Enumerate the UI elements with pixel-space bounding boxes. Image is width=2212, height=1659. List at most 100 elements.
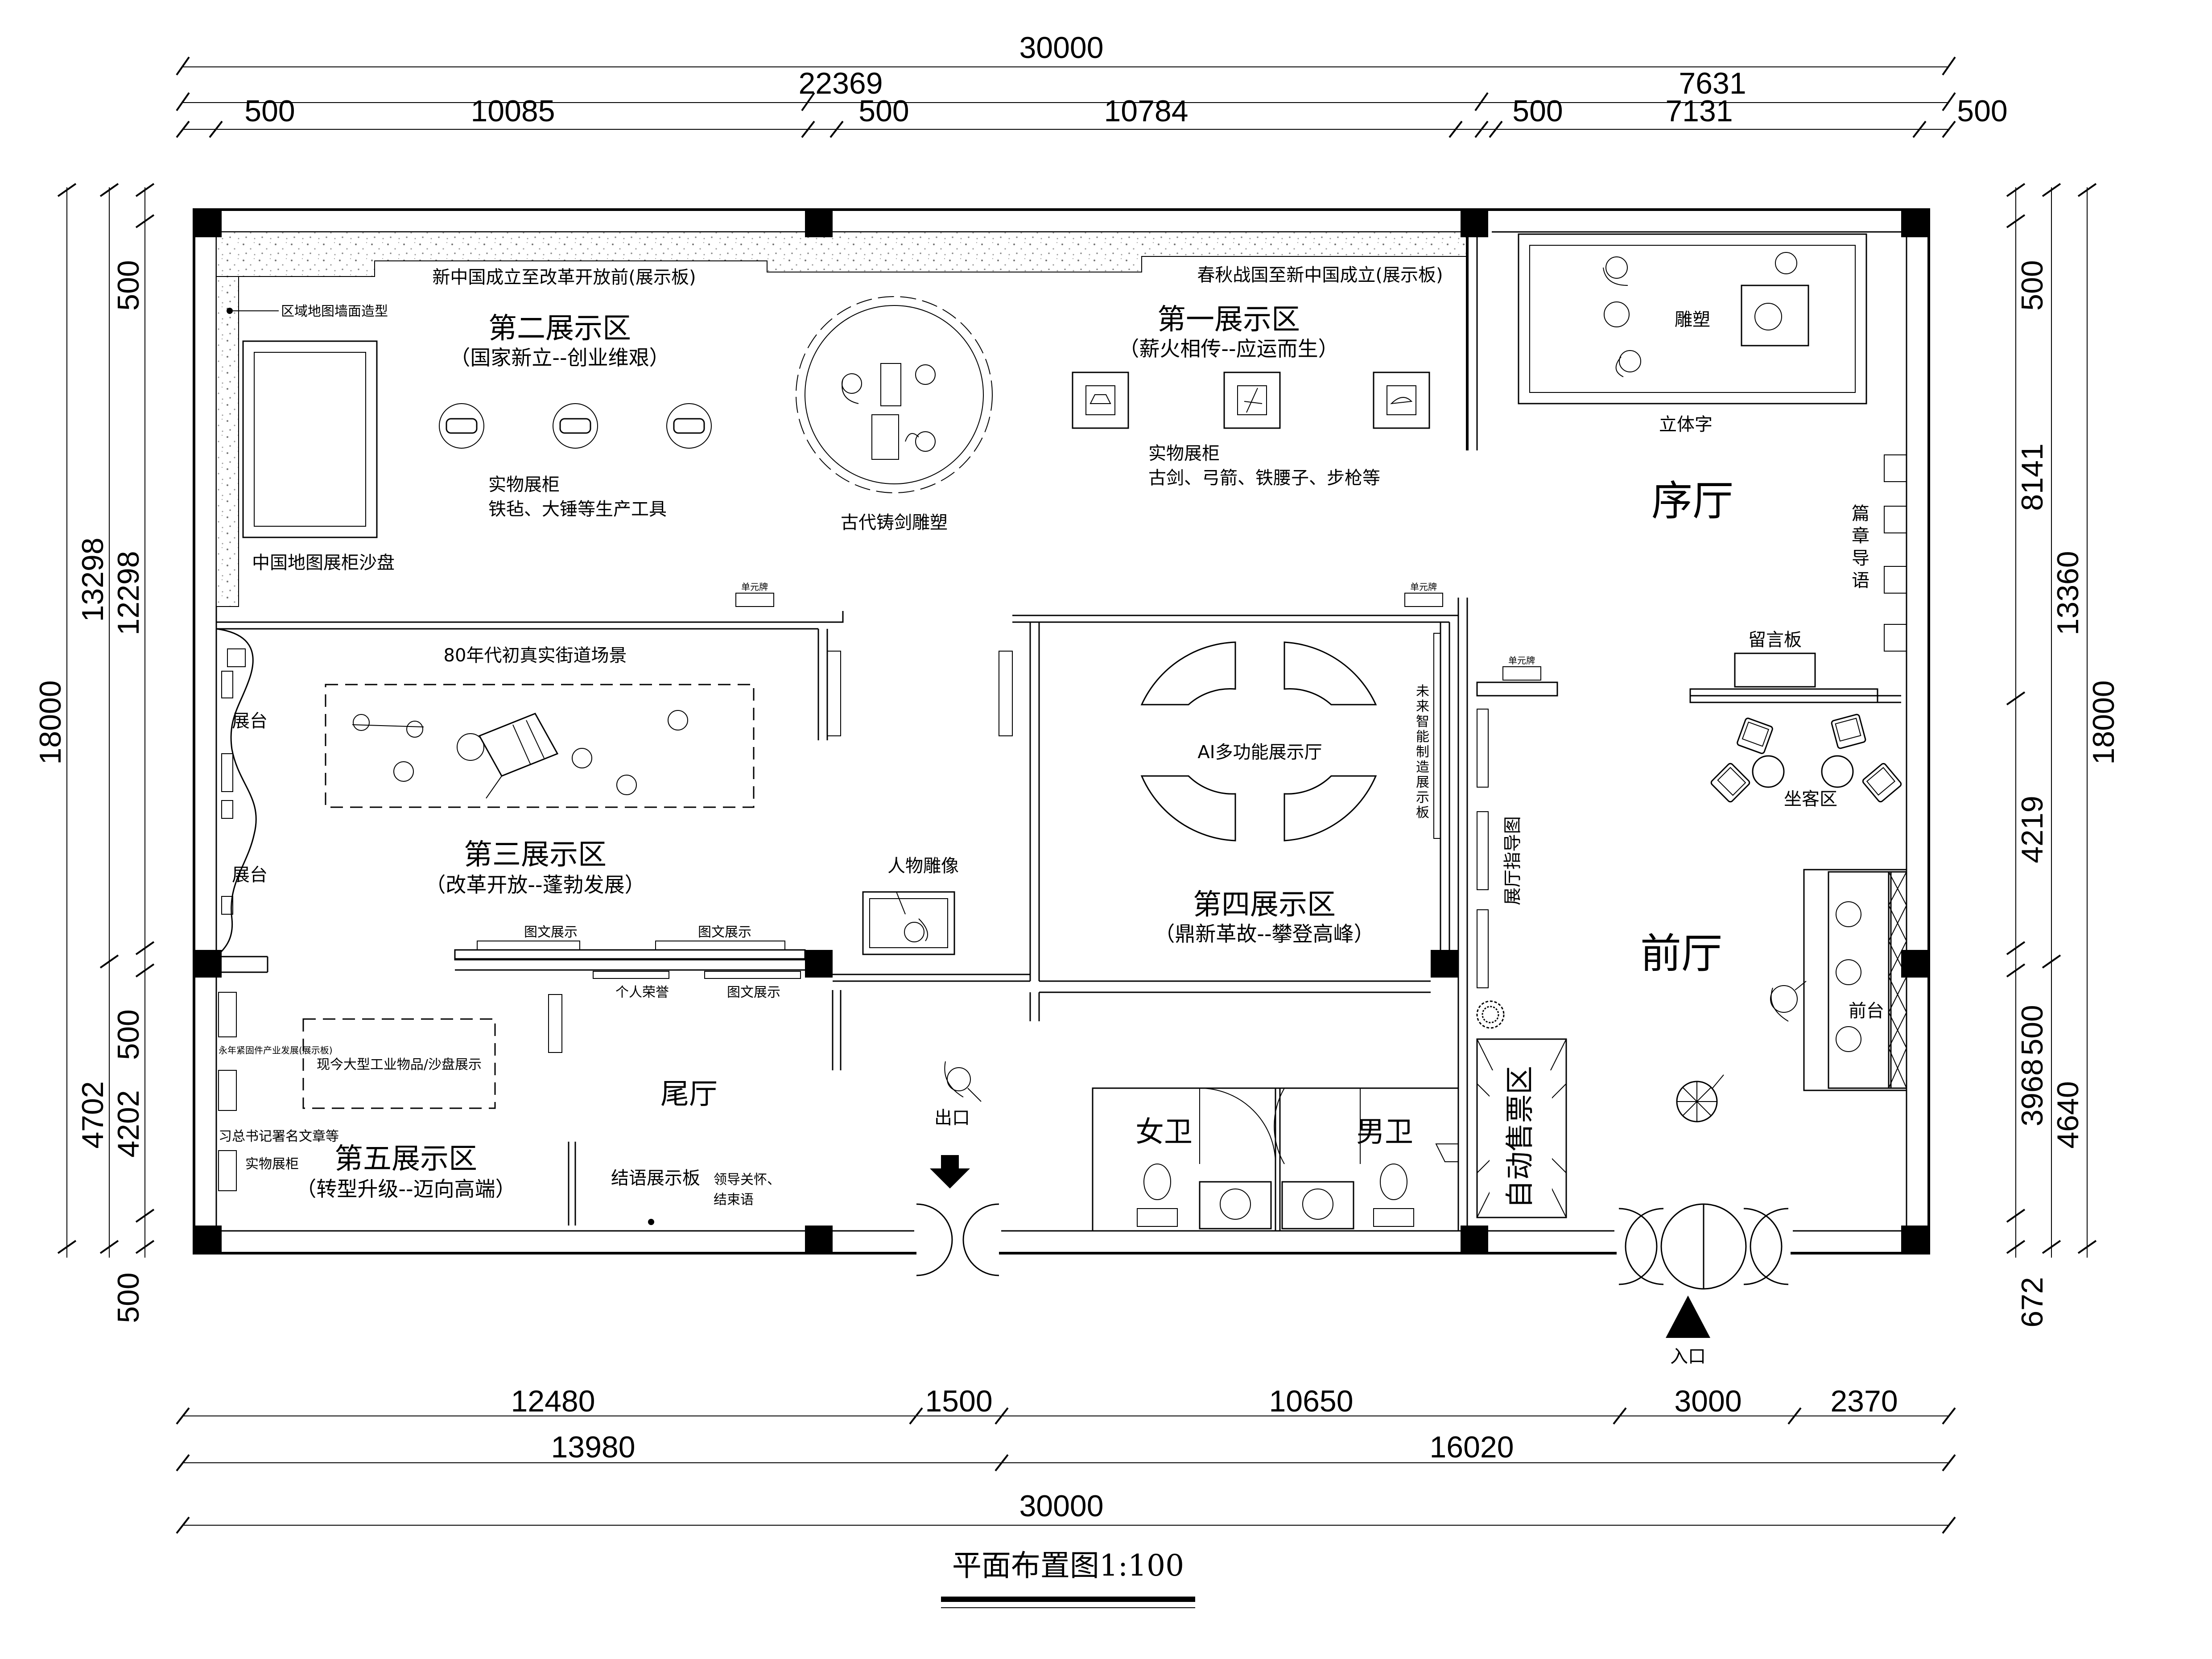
- dim-bottom-r1-3: 10650: [1269, 1384, 1353, 1418]
- ai-hall-label: AI多功能展示厅: [1197, 742, 1322, 763]
- fan-icon: [1676, 1074, 1724, 1123]
- dim-left-inner-4: 4202: [111, 1090, 145, 1157]
- dim-left-outer-2: 4702: [76, 1081, 110, 1148]
- dim-bottom-r1-2: 1500: [925, 1384, 992, 1418]
- leader-care-label: 领导关怀、: [714, 1172, 780, 1188]
- hall-guide-panels: [1476, 681, 1558, 988]
- zone1-subtitle: （薪火相传--应运而生）: [1118, 337, 1338, 361]
- zone2-cabinet-title: 实物展柜: [488, 475, 560, 495]
- closing-label: 结束语: [714, 1192, 754, 1208]
- exit-doors: [916, 1061, 999, 1276]
- dim-left-inner-3: 500: [111, 1009, 145, 1060]
- exit-label: 出口: [934, 1108, 970, 1128]
- dim-bottom-total: 30000: [1019, 1489, 1103, 1523]
- street-scene-label: 80年代初真实街道场景: [444, 645, 627, 666]
- board-zone1-label: 春秋战国至新中国成立(展示板): [1197, 265, 1443, 285]
- dimension-lines: [57, 56, 2097, 1534]
- zone5-left-boards: [218, 992, 237, 1191]
- dim-right-outer-2: 4640: [2051, 1081, 2085, 1148]
- dim-bottom-r1-5: 2370: [1830, 1384, 1898, 1418]
- dim-right-inner-5: 3968: [2015, 1059, 2049, 1126]
- prelude-hall-label: 序厅: [1651, 477, 1733, 525]
- dim-right-inner-6: 672: [2015, 1277, 2049, 1327]
- unit-plate-label-2: 单元牌: [1410, 582, 1437, 592]
- dim-top-right-group: 7631: [1679, 66, 1746, 100]
- entrance-label: 入口: [1670, 1346, 1706, 1367]
- street-scene: [325, 684, 755, 808]
- dim-top-left-group: 22369: [798, 66, 883, 100]
- front-hall-label: 前厅: [1640, 930, 1722, 978]
- left-articles-label: 习总书记署名文章等: [219, 1129, 339, 1144]
- dim-right-inner-4: 500: [2015, 1005, 2049, 1055]
- zone2-cabinet-desc: 铁毡、大锤等生产工具: [488, 499, 667, 520]
- honor-label: 个人荣誉: [615, 985, 669, 1000]
- zone5-title: 第五展示区: [334, 1143, 477, 1176]
- zone1-title: 第一展示区: [1157, 303, 1300, 336]
- ticket-area: [1476, 1038, 1567, 1218]
- ai-hall-seating: [1140, 641, 1377, 842]
- future-board-label: 未来智能制造展示板: [1416, 684, 1429, 821]
- dim-right-outer-1: 13360: [2051, 551, 2085, 635]
- dim-top-seg-4: 10784: [1104, 94, 1188, 128]
- lounge-chairs: [1710, 714, 1902, 803]
- figure-statue-label: 人物雕像: [887, 856, 959, 876]
- map-wall-marker: [227, 308, 233, 314]
- tail-hall-label: 尾厅: [660, 1078, 718, 1111]
- dim-right-inner-3: 4219: [2015, 796, 2049, 863]
- dim-top-seg-3: 500: [858, 94, 909, 128]
- stage-wave: [215, 628, 257, 957]
- graphic-label-2: 图文展示: [698, 924, 751, 940]
- unit-plate-label-1: 单元牌: [741, 582, 768, 592]
- board-zone2-label: 新中国成立至改革开放前(展示板): [432, 267, 696, 288]
- dim-left-outer-1: 13298: [76, 537, 110, 622]
- map-wall-label: 区域地图墙面造型: [281, 304, 388, 319]
- dim-top-total: 30000: [1019, 31, 1103, 65]
- chapter-guide-label: 篇章导语: [1852, 503, 1869, 591]
- women-wc-label: 女卫: [1135, 1116, 1193, 1149]
- men-wc-label: 男卫: [1356, 1116, 1413, 1149]
- graphic-panels: [454, 941, 806, 979]
- unit-plate-label-3: 单元牌: [1508, 655, 1535, 666]
- message-board-label: 留言板: [1748, 630, 1802, 650]
- solid-text-label: 立体字: [1659, 414, 1713, 435]
- sword-sculpture-label: 古代铸剑雕塑: [841, 512, 948, 533]
- entrance-doors: [1618, 1203, 1789, 1338]
- zone3-subtitle: （改革开放--蓬勃发展）: [425, 873, 645, 897]
- zone1-cabinets: [1072, 371, 1430, 429]
- dim-bottom-r1-1: 12480: [511, 1384, 595, 1418]
- future-board: [1433, 633, 1440, 839]
- dim-left-total: 18000: [33, 680, 67, 764]
- hall-guide-label: 展厅指导图: [1502, 816, 1523, 905]
- zone1-cabinet-desc: 古剑、弓箭、铁腰子、步枪等: [1148, 468, 1380, 488]
- stage-1-label: 展台: [232, 711, 268, 731]
- industrial-label: 现今大型工业物品/沙盘展示: [317, 1057, 482, 1073]
- sword-sculpture: [796, 296, 993, 493]
- drawing-title: 平面布置图1:100: [952, 1548, 1184, 1583]
- left-cabinet-label: 实物展柜: [245, 1156, 299, 1172]
- dim-top-seg-2: 10085: [470, 94, 555, 128]
- plant-icon: [1476, 1000, 1505, 1029]
- zone2-tool-cabinets: [439, 403, 712, 449]
- feature-wall-left: [216, 276, 239, 607]
- zone3-title: 第三展示区: [464, 838, 607, 871]
- unit-plates: [548, 593, 1541, 1053]
- zone2-title: 第二展示区: [488, 312, 631, 345]
- dim-left-inner-2: 12298: [111, 551, 145, 635]
- china-map-label: 中国地图展柜沙盘: [252, 553, 395, 573]
- dim-top-seg-1: 500: [244, 94, 295, 128]
- figure-statue: [862, 891, 955, 955]
- message-board: [1689, 652, 1878, 703]
- china-map-cabinet: [242, 340, 378, 538]
- zone4-subtitle: （鼎新革故--攀登高峰）: [1154, 922, 1374, 946]
- conclusion-label: 结语展示板: [611, 1168, 700, 1189]
- zone1-cabinet-title: 实物展柜: [1148, 443, 1220, 464]
- reception-label: 前台: [1849, 1001, 1884, 1021]
- dim-bottom-r2-1: 13980: [551, 1430, 635, 1464]
- dim-top-seg-6: 7131: [1665, 94, 1733, 128]
- dim-top-seg-5: 500: [1512, 94, 1563, 128]
- dim-bottom-r2-2: 16020: [1429, 1430, 1514, 1464]
- stage-2-label: 展台: [232, 865, 268, 885]
- zone4-title: 第四展示区: [1193, 888, 1336, 921]
- dim-right-inner-2: 8141: [2015, 443, 2049, 511]
